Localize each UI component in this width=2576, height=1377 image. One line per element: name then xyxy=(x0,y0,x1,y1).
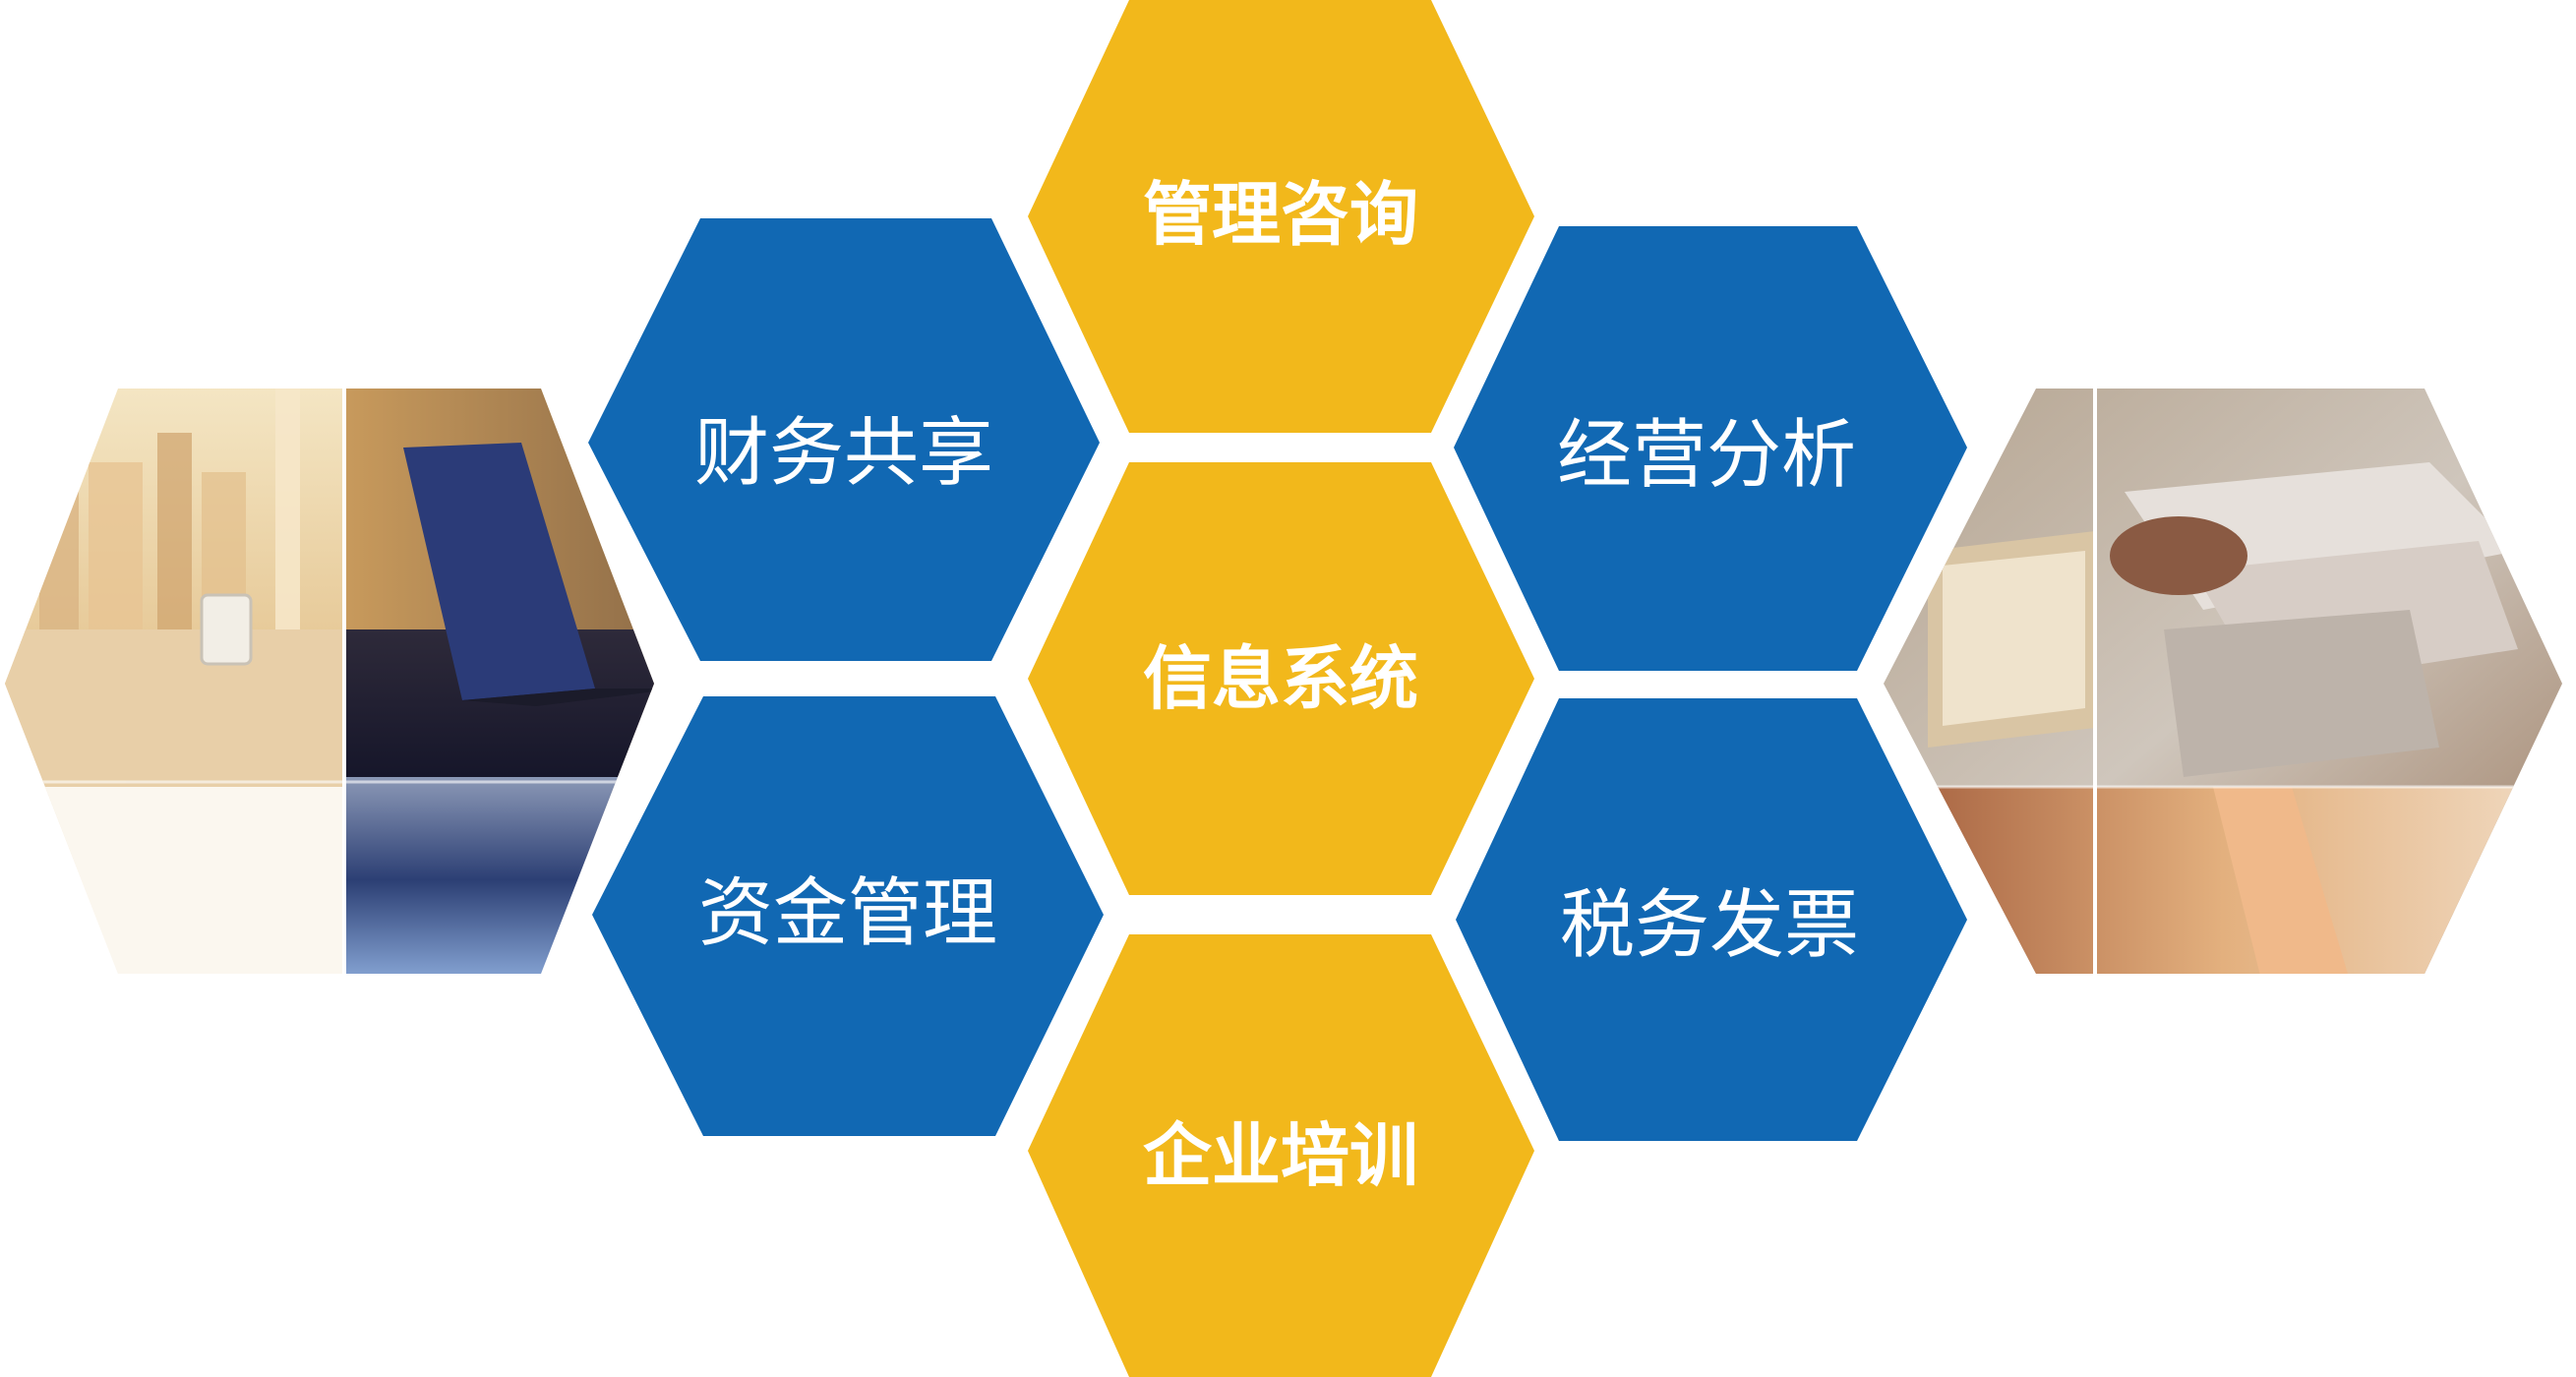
hex-shape xyxy=(588,218,1100,661)
hex-corporate-training: 企业培训 xyxy=(1028,934,1534,1377)
hex-financial-sharing: 财务共享 xyxy=(588,218,1100,661)
hex-management-consulting: 管理咨询 xyxy=(1028,0,1534,433)
left-photo-hexagon xyxy=(5,389,654,974)
hex-tax-invoice: 税务发票 xyxy=(1456,698,1967,1141)
hex-shape xyxy=(1028,0,1534,433)
hex-label: 管理咨询 xyxy=(1143,174,1418,255)
hex-label: 企业培训 xyxy=(1143,1115,1418,1196)
hex-label: 财务共享 xyxy=(694,409,993,497)
right-photo-hexagon xyxy=(1884,389,2562,974)
hex-shape xyxy=(1456,698,1967,1141)
hex-shape xyxy=(1454,226,1967,671)
hex-shape xyxy=(1028,462,1534,895)
hex-information-system: 信息系统 xyxy=(1028,462,1534,895)
hex-label: 资金管理 xyxy=(698,869,997,957)
hex-label: 经营分析 xyxy=(1557,411,1856,499)
hex-shape xyxy=(1028,934,1534,1377)
hex-label: 税务发票 xyxy=(1560,881,1859,969)
hex-fund-management: 资金管理 xyxy=(592,696,1104,1136)
hex-operation-analysis: 经营分析 xyxy=(1454,226,1967,671)
hex-shape xyxy=(592,696,1104,1136)
hex-label: 信息系统 xyxy=(1143,638,1418,719)
